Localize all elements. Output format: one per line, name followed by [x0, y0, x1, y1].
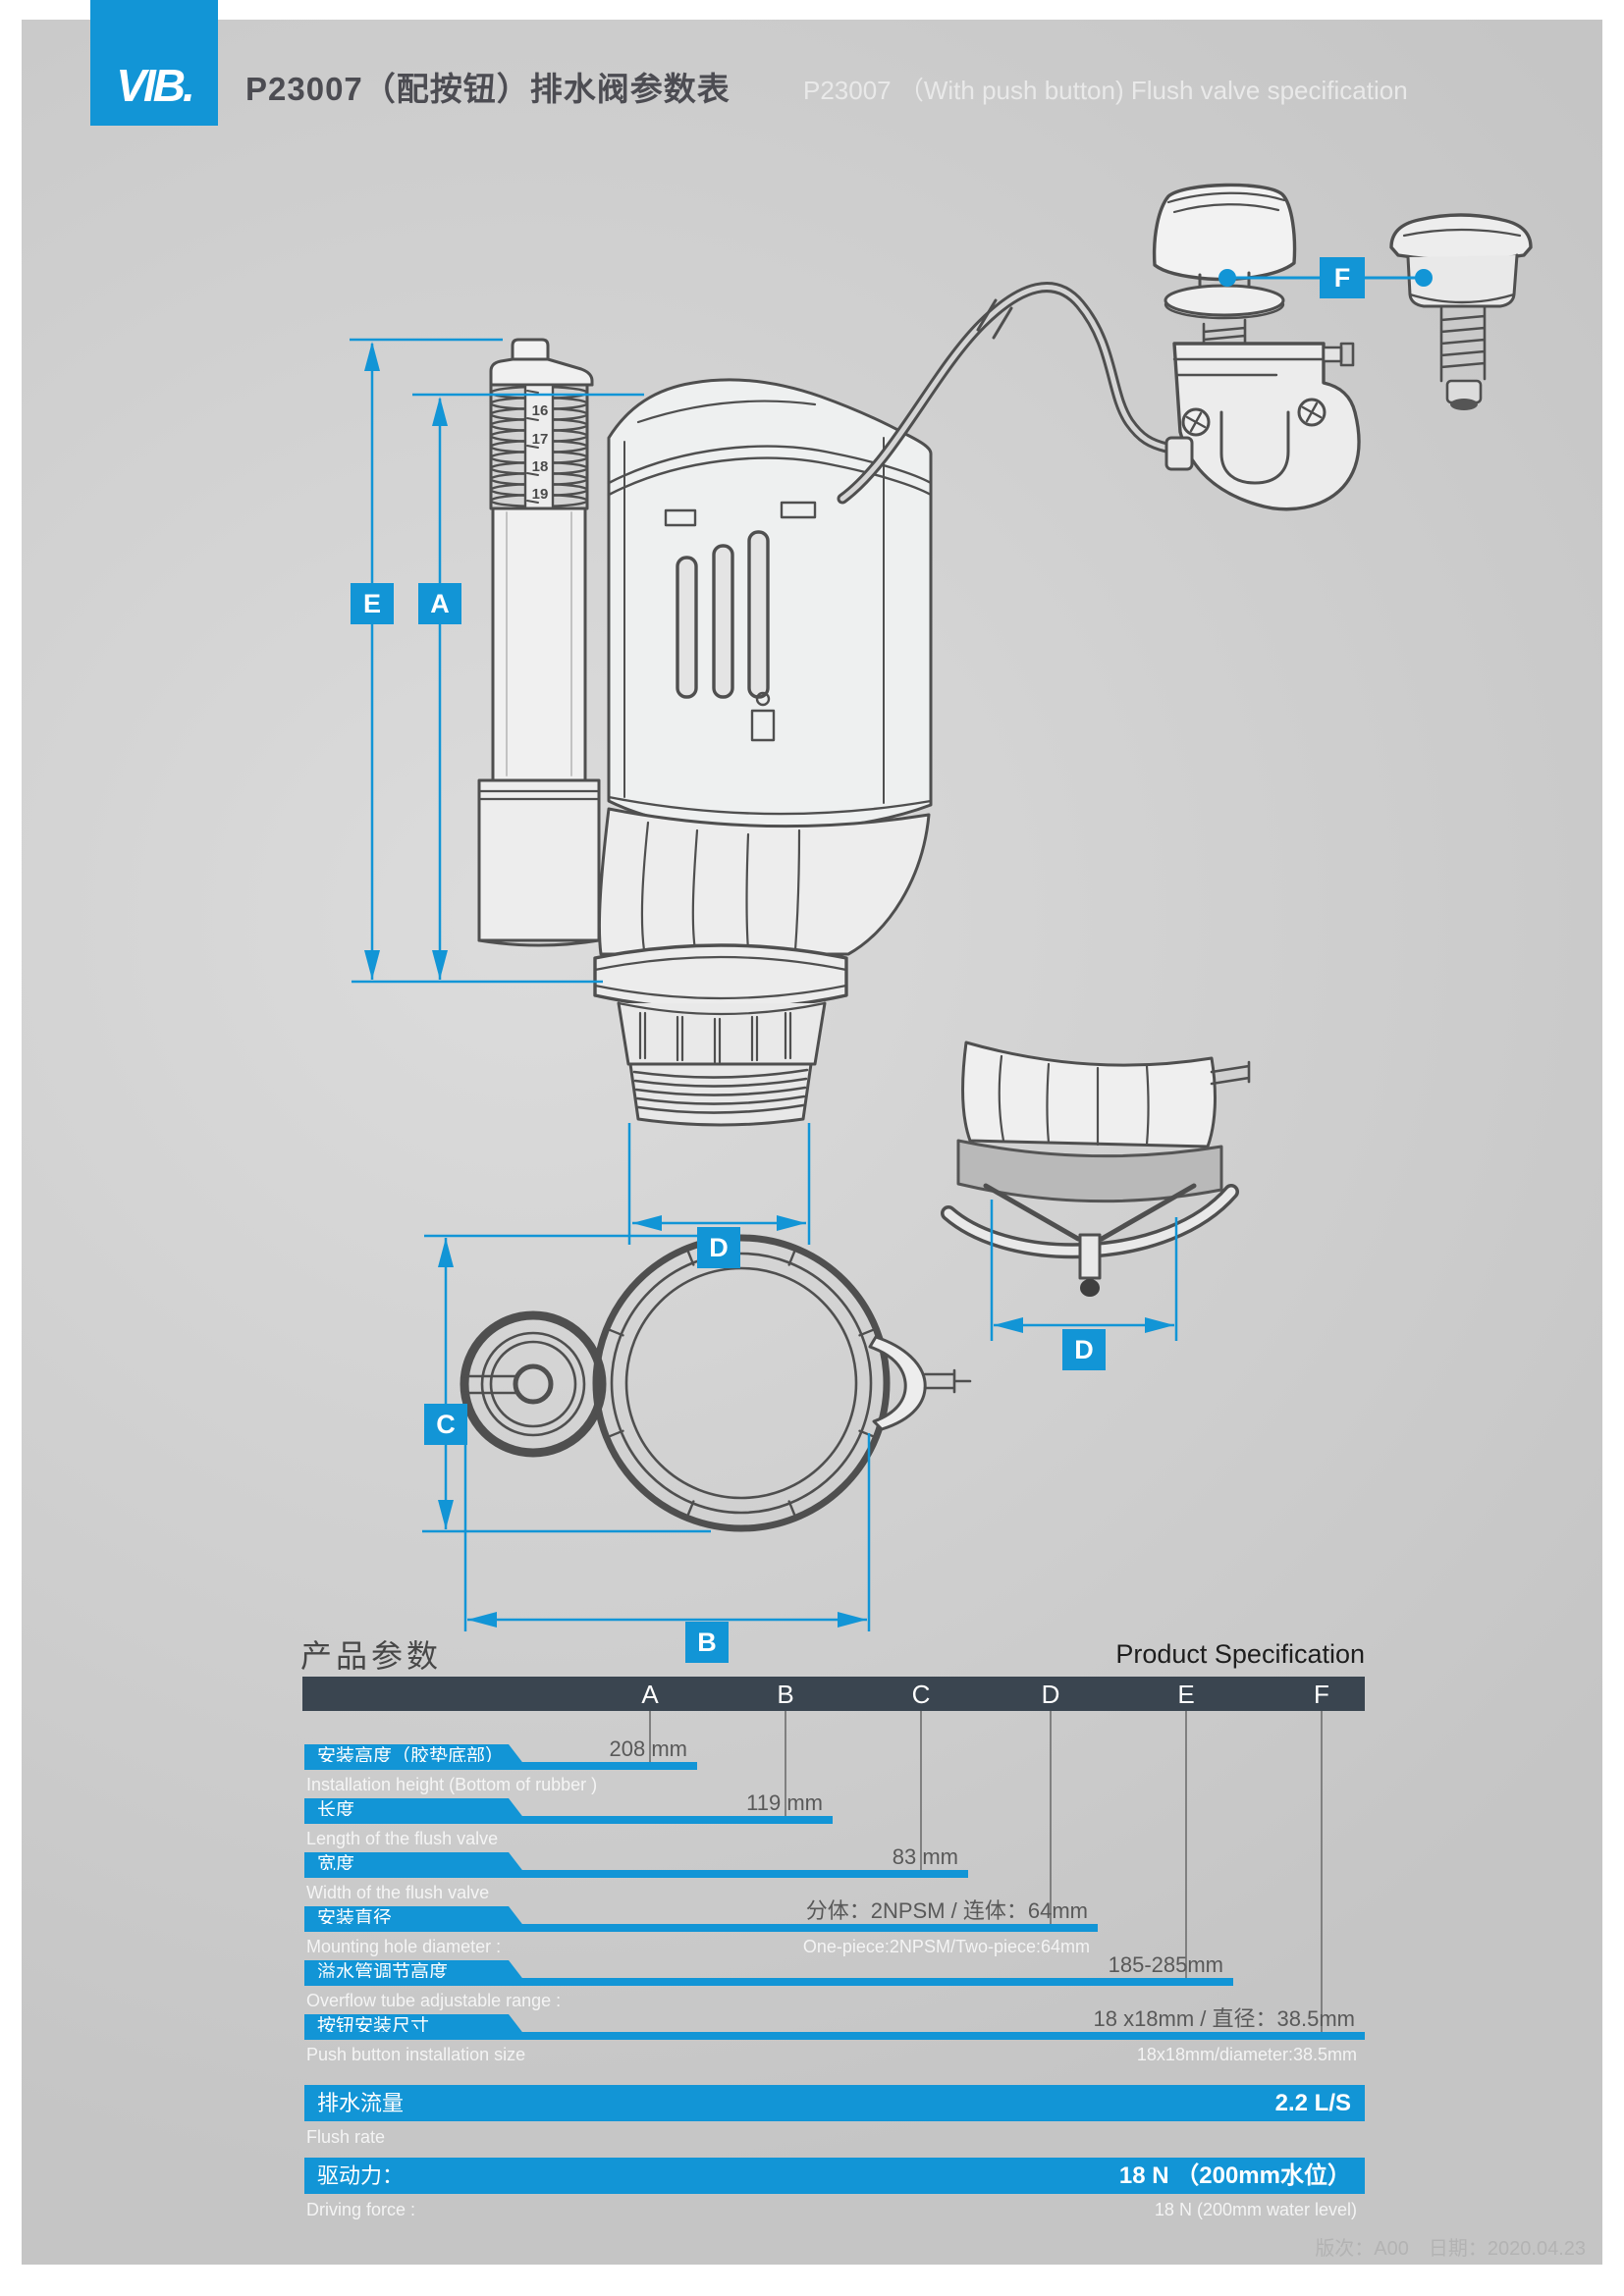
column-header-bar: A B C D E F: [302, 1677, 1365, 1711]
dim-label-c: C: [436, 1410, 456, 1439]
brand-logo-text: VIB.: [116, 60, 194, 111]
bottom-view-drawing: [460, 1234, 972, 1532]
dimension-lines: [350, 276, 1416, 1631]
page-subtitle: P23007 （With push button) Flush valve sp…: [803, 76, 1408, 105]
gasket-detail-drawing: [941, 1041, 1251, 1297]
column-leader-b: [785, 1711, 786, 1816]
spec-row-caption-en: Installation height (Bottom of rubber ): [306, 1775, 598, 1794]
spec-row-value-en: 18x18mm/diameter:38.5mm: [1136, 2045, 1357, 2064]
dim-label-a: A: [430, 589, 450, 618]
tube-scale-18: 18: [532, 458, 549, 475]
spec-row-value: 185-285mm: [1108, 1952, 1223, 1977]
column-header-a: A: [641, 1680, 659, 1709]
spec-row-bar: [304, 1762, 697, 1770]
tube-scale-17: 17: [532, 431, 549, 448]
column-header-d: D: [1041, 1680, 1060, 1709]
valve-body-drawing: [593, 282, 1172, 1127]
spec-row-value-en: One-piece:2NPSM/Two-piece:64mm: [802, 1937, 1090, 1956]
dim-label-d2: D: [1074, 1335, 1094, 1364]
spec-row-caption-en: Push button installation size: [306, 2045, 526, 2064]
gray-sheet: 16 17 18 19: [22, 20, 1602, 2265]
brand-logo: VIB.: [90, 0, 218, 126]
spec-row-value-en: 18 N (200mm water level): [1154, 2200, 1357, 2219]
spec-row-caption-en: Width of the flush valve: [306, 1883, 490, 1902]
dim-label-b: B: [697, 1628, 717, 1657]
spec-row-bar: [304, 1924, 1098, 1932]
spec-row-caption-en: Driving force :: [306, 2200, 416, 2219]
table-title-cn: 产品参数: [300, 1638, 443, 1674]
overflow-tube-drawing: 16 17 18 19: [477, 338, 601, 947]
revision-footer: 版次：A00 日期：2020.04.23: [1315, 2238, 1586, 2260]
table-title-en: Product Specification: [1115, 1639, 1365, 1669]
spec-row-caption-en: Overflow tube adjustable range :: [306, 1991, 562, 2010]
spec-row-bar: [304, 1870, 968, 1878]
column-header-c: C: [911, 1680, 931, 1709]
dim-label-f: F: [1334, 263, 1351, 293]
column-leader-a: [649, 1711, 651, 1762]
spec-row-bar: [304, 1978, 1233, 1986]
column-leader-d: [1050, 1711, 1052, 1924]
spec-full-row-driving-force: 驱动力： 18 N （200mm水位）: [304, 2158, 1365, 2194]
spec-row-caption-en: Mounting hole diameter :: [306, 1937, 502, 1956]
column-header-f: F: [1314, 1680, 1329, 1709]
page-title: P23007（配按钮）排水阀参数表: [245, 71, 731, 107]
spec-row-bar: [304, 1816, 833, 1824]
dimension-arrowheads: [364, 269, 1433, 1628]
spec-row-bar: [304, 2032, 1365, 2040]
spec-row-value: 18 x18mm / 直径：38.5mm: [1093, 2006, 1355, 2031]
tube-scale-16: 16: [532, 402, 549, 419]
spec-row-value: 分体：2NPSM / 连体：64mm: [805, 1898, 1088, 1923]
spec-full-row-flush-rate: 排水流量 2.2 L/S: [304, 2085, 1365, 2121]
column-header-e: E: [1177, 1680, 1195, 1709]
spec-row-value: 119 mm: [746, 1790, 823, 1815]
tube-scale-19: 19: [532, 486, 549, 503]
dim-label-e: E: [363, 589, 381, 618]
spec-row-caption-en: Flush rate: [306, 2127, 386, 2147]
spec-row-caption-en: Length of the flush valve: [306, 1829, 499, 1848]
column-header-b: B: [777, 1680, 794, 1709]
push-button-assembly-drawing: [1152, 183, 1533, 511]
dim-label-d: D: [709, 1233, 729, 1262]
column-leader-c: [920, 1711, 922, 1870]
dimension-labels: E A D D C B F: [351, 257, 1365, 1663]
column-leader-f: [1321, 1711, 1323, 2032]
spec-row-value: 208 mm: [609, 1736, 687, 1761]
spec-row-value: 83 mm: [892, 1844, 958, 1869]
column-leader-e: [1185, 1711, 1187, 1978]
